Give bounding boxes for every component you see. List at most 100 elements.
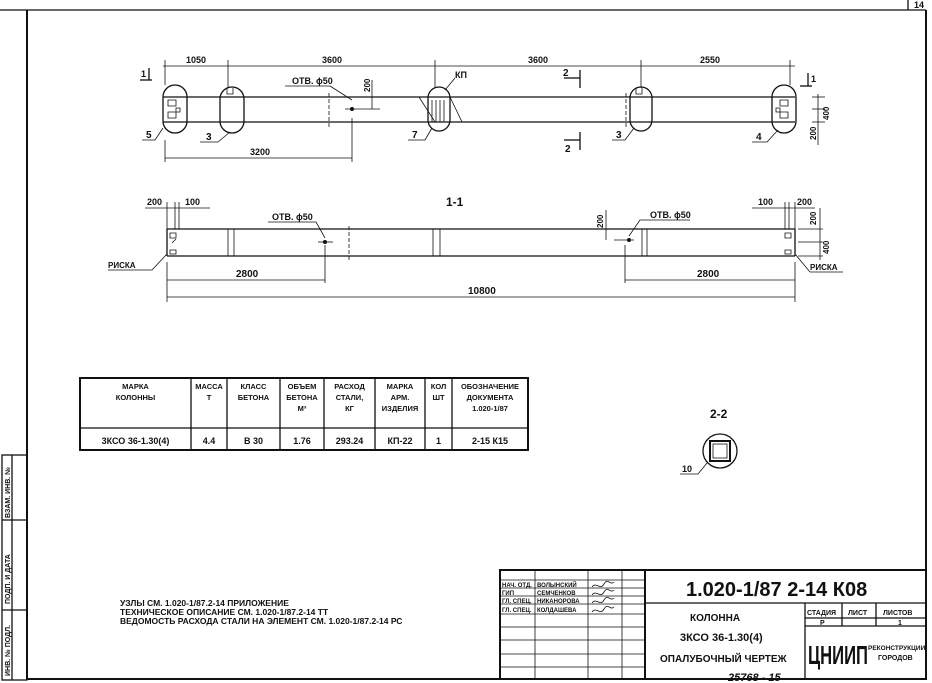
table-header-cell: МАРКА [387, 382, 414, 391]
riska-right: РИСКА [810, 263, 838, 272]
table-header-cell: Т [207, 393, 212, 402]
sheets-value: 1 [898, 620, 902, 627]
title-line-2: 3КСО 36-1.30(4) [680, 632, 763, 644]
table-header-cell: МАРКА [122, 382, 149, 391]
dim-right-400: 400 [822, 240, 831, 254]
dim-3600-a: 3600 [322, 55, 342, 65]
sheets-header: ЛИСТОВ [883, 610, 912, 617]
table-cell: КП-22 [388, 436, 413, 446]
staff-role: ГИП [502, 591, 514, 597]
section-title: 1-1 [446, 195, 464, 209]
hole-dim: 200 [363, 78, 372, 92]
table-cell: 1 [436, 436, 441, 446]
hole-label-right: ОТВ. ϕ50 [650, 210, 691, 220]
org-line-1: РЕКОНСТРУКЦИИ [868, 645, 926, 652]
dim-10800: 10800 [468, 286, 496, 297]
dim-200: 200 [809, 126, 818, 140]
signature [591, 605, 615, 613]
callout-oval-7 [427, 86, 451, 132]
table-header-cell: КОЛ [431, 382, 447, 391]
dim-400: 400 [822, 106, 831, 120]
table-cell: В 30 [244, 436, 263, 446]
note-2: ТЕХНИЧЕСКОЕ ОПИСАНИЕ СМ. 1.020-1/87.2-14… [120, 607, 329, 617]
hole-label: ОТВ. ϕ50 [292, 76, 333, 86]
table-header-cell: 1.020-1/87 [472, 404, 508, 413]
sheet-header: ЛИСТ [848, 610, 868, 617]
note-3: ВЕДОМОСТЬ РАСХОДА СТАЛИ НА ЭЛЕМЕНТ СМ. 1… [120, 616, 402, 626]
table-header-cell: ОБОЗНАЧЕНИЕ [461, 382, 519, 391]
section-2-2-title: 2-2 [710, 407, 728, 421]
table-cell: 3КСО 36-1.30(4) [102, 436, 170, 446]
dim-2800-right: 2800 [697, 269, 720, 280]
staff-role: ГЛ. СПЕЦ. [502, 599, 532, 605]
table-header-cell: КОЛОННЫ [116, 393, 156, 402]
staff-name: КОЛДАШЕВА [537, 608, 577, 614]
dim-right-200: 200 [809, 211, 818, 225]
archive-number: 25768 - 15 [727, 672, 781, 683]
stage-header: СТАДИЯ [807, 610, 836, 617]
table-cell: 1.76 [293, 436, 311, 446]
section-mark-1a: 1 [141, 69, 146, 79]
callout-10: 10 [682, 464, 692, 474]
callout-oval-3 [219, 86, 245, 134]
dim-100-right: 100 [758, 197, 773, 207]
table-header-cell: ИЗДЕЛИЯ [382, 404, 418, 413]
dim-2800-left: 2800 [236, 269, 259, 280]
table-cell: 4.4 [203, 436, 216, 446]
table-header-cell: РАСХОД [334, 382, 365, 391]
section-2-2: 2-2 10 [680, 407, 738, 475]
staff-name: СЕМЧЕНКОВ [537, 591, 576, 597]
signature [591, 596, 615, 604]
dim-200-left: 200 [147, 197, 162, 207]
signature [591, 580, 615, 588]
stage-value: Р [820, 620, 825, 627]
org-line-2: ГОРОДОВ [878, 655, 913, 662]
staff-name: ВОЛЫНСКИЙ [537, 581, 577, 589]
callout-3: 3 [206, 132, 212, 143]
org-logo: ЦНИИП [808, 640, 868, 670]
page-number: 14 [914, 0, 924, 10]
notes: УЗЛЫ СМ. 1.020-1/87.2-14 ПРИЛОЖЕНИЕ ТЕХН… [120, 598, 402, 626]
table-header-cell: М³ [298, 404, 307, 413]
section-1-1: 1-1 ОТВ. ϕ50 ОТВ. ϕ50 200 200 100 100 20… [108, 195, 843, 302]
table-header-cell: БЕТОНА [286, 393, 318, 402]
signature [591, 588, 615, 596]
side-strip: ВЗАМ. ИНВ. № ПОДП. И ДАТА ИНВ. № ПОДЛ. [1, 454, 28, 681]
table-header-cell: АРМ. [391, 393, 410, 402]
document-code: 1.020-1/87 2-14 К08 [686, 579, 867, 601]
staff-role: ГЛ. СПЕЦ. [502, 608, 532, 614]
callout-7: 7 [412, 130, 418, 141]
table-header-cell: ДОКУМЕНТА [467, 393, 514, 402]
dim-100-left: 100 [185, 197, 200, 207]
title-line-3: ОПАЛУБОЧНЫЙ ЧЕРТЕЖ [660, 652, 788, 665]
table-header-cell: СТАЛИ, [336, 393, 364, 402]
staff-name: НИКАНОРОВА [537, 599, 580, 605]
section-mark-2a: 2 [563, 68, 569, 79]
table-header-cell: КЛАСС [241, 382, 267, 391]
table-header-cell: БЕТОНА [238, 393, 270, 402]
table-cell: 2-15 К15 [472, 436, 508, 446]
section-mark-2b: 2 [565, 144, 571, 155]
riska-left: РИСКА [108, 261, 136, 270]
table-header-cell: ШТ [432, 393, 445, 402]
title-block: 1.020-1/87 2-14 К08 НАЧ. ОТД. ВОЛЫНСКИЙ ГИ… [499, 569, 927, 680]
note-1: УЗЛЫ СМ. 1.020-1/87.2-14 ПРИЛОЖЕНИЕ [120, 598, 289, 608]
plan-view: КП ОТВ. ϕ50 200 1050 3600 3600 2550 3200… [140, 55, 831, 162]
hole-dim: 200 [596, 214, 605, 228]
callout-4: 4 [756, 132, 762, 143]
hole-label-left: ОТВ. ϕ50 [272, 212, 313, 222]
kp-label: КП [455, 70, 467, 80]
title-line-1: КОЛОННА [690, 613, 740, 624]
dim-3600-b: 3600 [528, 55, 548, 65]
staff-role: НАЧ. ОТД. [502, 583, 532, 589]
side-cell-inv: ИНВ. № ПОДЛ. [4, 625, 12, 676]
table-header-cell: МАССА [195, 382, 223, 391]
spec-table: МАРКАКОЛОННЫМАССАТКЛАССБЕТОНАОБЪЕМБЕТОНА… [79, 377, 529, 451]
dim-2550: 2550 [700, 55, 720, 65]
section-mark-1b: 1 [811, 74, 816, 84]
callout-5: 5 [146, 130, 152, 141]
dim-200-right: 200 [797, 197, 812, 207]
side-cell-sign: ПОДП. И ДАТА [5, 554, 12, 604]
callout-oval-4 [771, 84, 797, 134]
